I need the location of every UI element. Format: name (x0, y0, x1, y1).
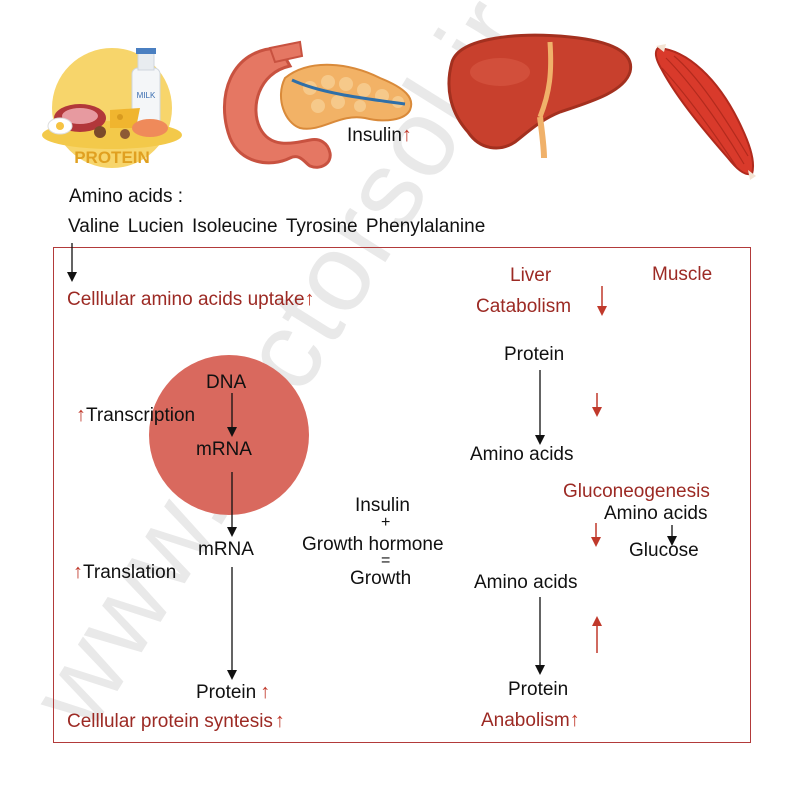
amino-acids-title: Amino acids : (69, 186, 184, 207)
transcription-label: ↑Transcription (76, 404, 195, 427)
mrna-nucleus-label: mRNA (196, 439, 252, 460)
gluconeogenesis-label: Gluconeogenesis (563, 481, 710, 502)
center-growth-hormone: Growth hormone (302, 534, 444, 555)
catabolism-label: Catabolism (476, 296, 572, 317)
cellular-uptake-label: Celllular amino acids uptake↑ (67, 288, 315, 311)
protein-left-text: Protein (196, 682, 257, 703)
center-equals: = (381, 552, 391, 569)
glucose-label: Glucose (629, 540, 699, 561)
up-arrow-icon: ↑ (274, 710, 285, 732)
muscle-illustration (654, 44, 756, 180)
insulin-text: Insulin (347, 125, 402, 146)
muscle-protein-label: Protein (508, 679, 569, 700)
liver-heading: Liver (510, 265, 552, 286)
liver-protein-label: Protein (504, 344, 565, 365)
anabolism-label: Anabolism↑ (481, 709, 580, 732)
translation-label: ↑Translation (73, 561, 176, 584)
up-arrow-icon: ↑ (260, 681, 271, 703)
translation-text: Translation (83, 562, 177, 583)
protein-synthesis-text: Celllular protein syntesis (67, 711, 273, 732)
liver-illustration (447, 33, 633, 159)
amino-acid-item: Valine (68, 216, 120, 237)
insulin-label: Insulin↑ (347, 124, 412, 147)
milk-label: MILK (137, 91, 156, 100)
up-arrow-icon: ↑ (304, 288, 315, 310)
protein-left-label: Protein↑ (196, 681, 270, 704)
amino-acid-item: Isoleucine (191, 216, 278, 237)
center-growth: Growth (350, 568, 412, 589)
cellular-uptake-text: Celllular amino acids uptake (67, 289, 305, 310)
pancreas-illustration (222, 40, 413, 169)
anabolism-text: Anabolism (481, 710, 570, 731)
mrna-cytoplasm-label: mRNA (198, 539, 254, 560)
diagram-frame (53, 247, 751, 743)
protein-synthesis-label: Celllular protein syntesis↑ (67, 710, 285, 733)
center-plus: + (381, 514, 391, 531)
center-insulin: Insulin (355, 495, 410, 516)
amino-acids-lower-label: Amino acids (474, 572, 578, 593)
dna-label: DNA (206, 372, 247, 393)
up-arrow-icon: ↑ (569, 709, 580, 731)
liver-amino-acids-label: Amino acids (470, 444, 574, 465)
muscle-amino-acids-label: Amino acids (604, 503, 708, 524)
protein-label: PROTEIN (74, 148, 150, 167)
up-arrow-icon: ↑ (73, 561, 83, 583)
amino-acid-item: Lucien (127, 216, 184, 237)
up-arrow-icon: ↑ (401, 124, 412, 146)
up-arrow-icon: ↑ (76, 404, 86, 426)
transcription-text: Transcription (86, 405, 196, 426)
muscle-heading: Muscle (652, 264, 713, 285)
amino-acids-list: Valine Lucien Isoleucine Tyrosine Phenyl… (68, 216, 485, 238)
amino-acid-item: Phenylalanine (365, 216, 486, 237)
amino-acid-item: Tyrosine (285, 216, 358, 237)
protein-food-illustration: MILK PROTEIN (42, 48, 182, 168)
